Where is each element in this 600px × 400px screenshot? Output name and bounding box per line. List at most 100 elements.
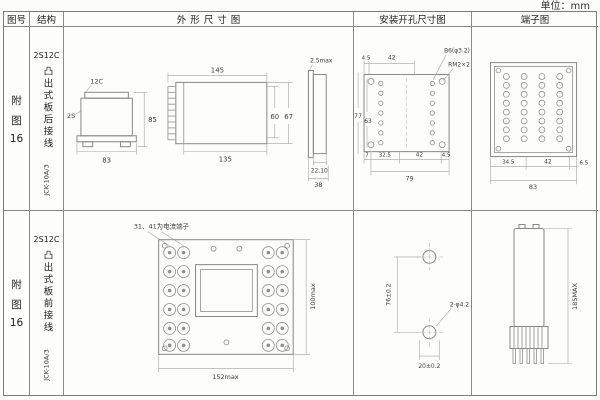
dim-7: 7 bbox=[365, 153, 368, 159]
unit-note: 单位：mm bbox=[540, 1, 590, 12]
right-terminals bbox=[261, 246, 289, 352]
relay-side-view bbox=[167, 81, 268, 145]
figure-char: 附 bbox=[11, 279, 22, 291]
left-terminals bbox=[163, 246, 190, 352]
figure-number: 16 bbox=[9, 317, 24, 329]
mounting-drawing-r1: 4.5 42 B6(φ3.2) RM2×2 77 63 bbox=[354, 48, 470, 183]
header-mounting: 安装开孔尺寸图 bbox=[354, 12, 472, 27]
figure-char: 图 bbox=[11, 114, 22, 127]
structure-sub-wrap: JCK-10A/3 bbox=[30, 339, 63, 391]
dim-45-bot: 4.5 bbox=[442, 153, 451, 159]
callout-leader-1 bbox=[433, 54, 447, 80]
note-current-terminals: 31、41为电流端子 bbox=[134, 222, 190, 231]
header-terminal: 端子图 bbox=[472, 12, 598, 27]
dim-profile-2 bbox=[308, 157, 329, 182]
figure-char: 附 bbox=[11, 94, 22, 107]
dimension-table: 图号 结构 外形尺寸图 安装开孔尺寸图 端子图 附 图 16 2S12C 凸出式… bbox=[3, 11, 598, 396]
dim-total-height bbox=[544, 228, 572, 364]
relay-profile-view bbox=[307, 64, 327, 159]
dim-83: 83 bbox=[102, 157, 111, 165]
terminal-drawing-r2: 185MAX bbox=[509, 224, 579, 364]
structure-sub: JCK-10A/3 bbox=[42, 349, 51, 381]
callout-rm2: RM2×2 bbox=[448, 62, 470, 69]
dim-83-term: 83 bbox=[529, 183, 537, 191]
dim-front-height bbox=[133, 91, 148, 147]
dim-side-bottom bbox=[183, 143, 268, 155]
dim-cap: 12C bbox=[90, 77, 103, 85]
structure-model: 2S12C bbox=[33, 235, 60, 244]
dim-side-top bbox=[167, 72, 268, 83]
dim-mounting-bottom bbox=[363, 151, 450, 176]
structure-desc: 凸出式板后接线 bbox=[41, 66, 53, 150]
dim-63: 63 bbox=[364, 118, 372, 125]
dim-325: 32.5 bbox=[379, 153, 391, 159]
dim-42-top: 42 bbox=[388, 55, 396, 62]
dim-side-h2 bbox=[266, 82, 293, 145]
terminal-cell-r1: 34.5 42 6.5 83 bbox=[472, 27, 598, 211]
terminal-drawing-r1: 34.5 42 6.5 83 bbox=[489, 62, 589, 191]
header-figure-no: 图号 bbox=[4, 12, 30, 27]
terminal-grid bbox=[502, 73, 564, 143]
dim-42-bot: 42 bbox=[416, 152, 424, 159]
dim-42-term: 42 bbox=[544, 159, 552, 166]
panel-cutout bbox=[363, 73, 450, 153]
dim-side-h1 bbox=[266, 86, 279, 139]
dim-79: 79 bbox=[405, 174, 413, 182]
dim-terminal-bottom bbox=[490, 156, 577, 185]
structure-model: 2S12C bbox=[33, 51, 60, 60]
dim-65: 6.5 bbox=[580, 160, 589, 166]
outline-cell-r1: 12C 2S 83 85 bbox=[64, 27, 354, 211]
dim-45-top: 4.5 bbox=[362, 56, 371, 62]
dim-60: 60 bbox=[270, 113, 279, 121]
dim-plate-height bbox=[293, 239, 311, 355]
relay-front-plate bbox=[158, 239, 294, 355]
dim-85: 85 bbox=[148, 116, 157, 124]
dim-77: 77 bbox=[354, 113, 362, 120]
mounting-cell-r2: 76±0.2 2-φ4.2 20±0.2 bbox=[354, 211, 472, 395]
terminal-block bbox=[489, 62, 578, 158]
dim-25max: 2.5max bbox=[310, 58, 333, 65]
structure-sub-wrap: JCK-10A/3 bbox=[30, 154, 63, 206]
outline-drawing-r2: 31、41为电流端子 bbox=[134, 222, 317, 381]
dim-mounting-left bbox=[357, 72, 368, 154]
terminal-cell-r2: 185MAX bbox=[472, 211, 598, 395]
relay-front-view bbox=[73, 85, 137, 148]
dim-100max: 100max bbox=[309, 283, 317, 310]
figure-number-r1: 附 图 16 bbox=[4, 27, 30, 211]
header-outline: 外形尺寸图 bbox=[64, 12, 354, 27]
header-structure: 结构 bbox=[30, 12, 64, 27]
note-leader-2 bbox=[161, 231, 184, 246]
structure-r1: 2S12C 凸出式板后接线 JCK-10A/3 bbox=[30, 27, 64, 211]
dim-hole-spacing bbox=[393, 256, 422, 333]
figure-number-r2: 附 图 16 bbox=[4, 211, 30, 395]
dim-145: 145 bbox=[211, 67, 224, 75]
outline-drawing-r1: 12C 2S 83 85 bbox=[67, 58, 333, 190]
dim-front-width bbox=[76, 142, 137, 155]
mounting-drawing-r2: 76±0.2 2-φ4.2 20±0.2 bbox=[386, 243, 469, 370]
mounting-cell-r1: 4.5 42 B6(φ3.2) RM2×2 77 63 bbox=[354, 27, 472, 211]
dim-hole-offset bbox=[419, 340, 440, 361]
structure-desc: 凸出式板前接线 bbox=[41, 250, 53, 334]
mounting-holes bbox=[415, 243, 444, 347]
structure-sub: JCK-10A/3 bbox=[42, 164, 51, 196]
dim-76: 76±0.2 bbox=[386, 283, 393, 305]
dim-38: 38 bbox=[314, 181, 322, 189]
dim-plate-width bbox=[158, 354, 294, 373]
dim-profile-1 bbox=[313, 153, 327, 166]
dim-135: 135 bbox=[219, 156, 232, 164]
dim-152max: 152max bbox=[212, 373, 239, 381]
callout-leader-2 bbox=[442, 68, 454, 81]
outline-cell-r2: 31、41为电流端子 bbox=[64, 211, 354, 395]
dim-22-10: 22,10 bbox=[311, 167, 328, 174]
dim-345: 34.5 bbox=[502, 160, 514, 166]
relay-side-profile bbox=[509, 224, 549, 364]
dim-base: 2S bbox=[67, 112, 75, 120]
figure-char: 图 bbox=[11, 299, 22, 311]
dim-mounting-top bbox=[363, 60, 415, 75]
callout-b6: B6(φ3.2) bbox=[444, 48, 470, 55]
figure-number: 16 bbox=[9, 132, 24, 145]
dim-67: 67 bbox=[284, 113, 293, 121]
callout-leader bbox=[436, 308, 452, 327]
dim-185max: 185MAX bbox=[571, 282, 579, 309]
